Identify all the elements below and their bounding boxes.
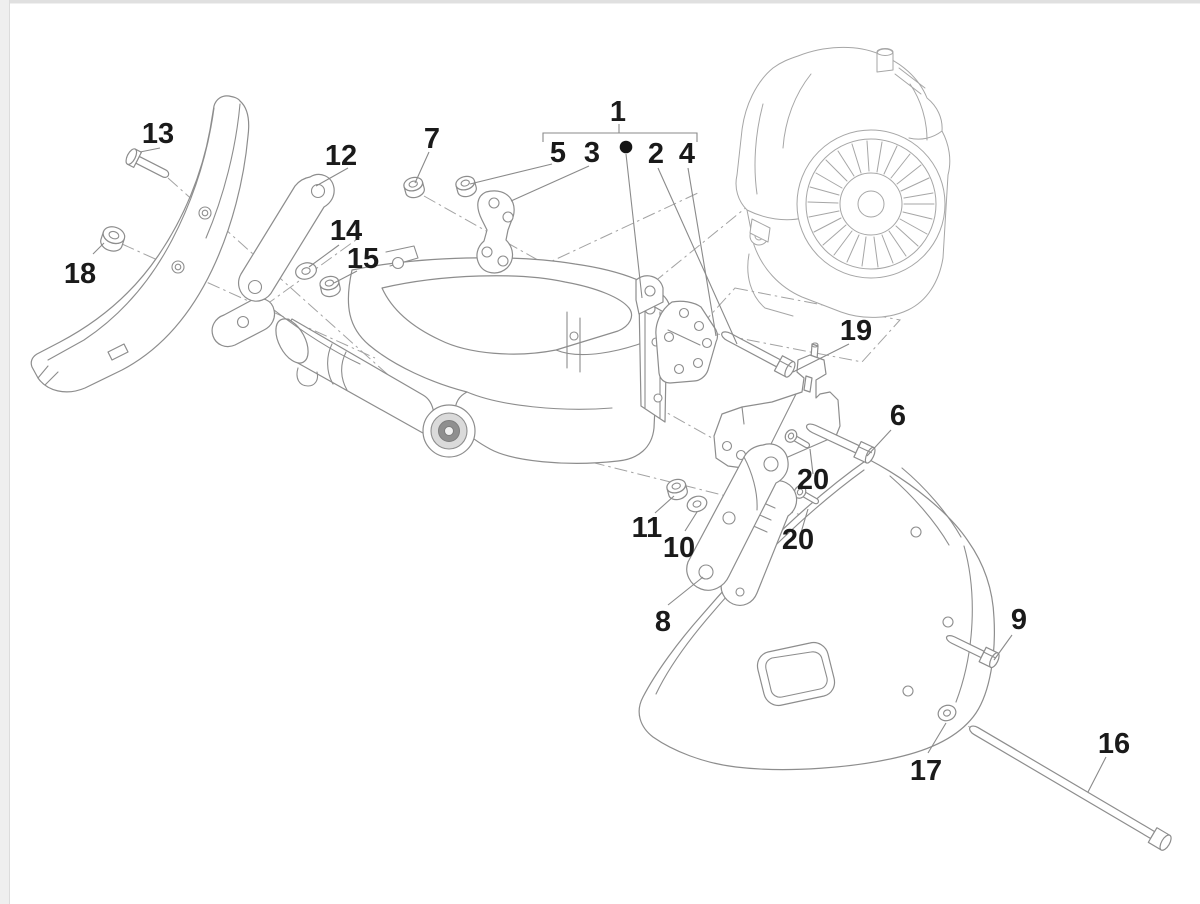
left-fairing-panel-drawing [30, 95, 250, 393]
bolt-2-drawing [721, 331, 796, 378]
bracket-3-drawing [476, 190, 515, 274]
callout-19: 19 [840, 315, 872, 347]
callout-20-upper: 20 [797, 464, 829, 496]
group-dot [619, 140, 633, 154]
washer-14-drawing [295, 262, 317, 280]
callout-14: 14 [330, 215, 362, 247]
nut-5-drawing [455, 175, 477, 198]
callout-17: 17 [910, 755, 942, 787]
bracket-12-drawing [211, 173, 361, 365]
right-fairing-panel-drawing [638, 458, 995, 771]
bracket-19-drawing [713, 342, 841, 471]
bolt-6-drawing [805, 423, 876, 464]
bolt-13-drawing [125, 148, 170, 178]
plate-4-drawing [655, 300, 719, 384]
bracket-8-drawing [686, 443, 798, 606]
group-bracket [542, 124, 698, 154]
callout-4: 4 [679, 138, 695, 170]
screw-20-lower-drawing [793, 485, 820, 505]
callout-12: 12 [325, 140, 357, 172]
callout-11: 11 [632, 512, 663, 544]
washer-17-drawing [937, 704, 957, 722]
callout-13: 13 [142, 118, 174, 150]
bolt-9-drawing [945, 635, 1000, 669]
callout-2: 2 [648, 138, 664, 170]
callout-16: 16 [1098, 728, 1130, 760]
callout-8: 8 [655, 606, 671, 638]
callout-5: 5 [550, 137, 566, 169]
nut-18-drawing [100, 226, 126, 252]
callout-1: 1 [610, 96, 626, 128]
callout-18: 18 [64, 258, 96, 290]
axle-bolt-16-drawing [969, 725, 1172, 851]
nut-11-drawing [666, 478, 688, 501]
nut-7-drawing [403, 176, 425, 199]
nut-15-drawing [319, 275, 341, 298]
washer-10-drawing [686, 495, 708, 513]
callout-7: 7 [424, 123, 440, 155]
callout-6: 6 [890, 400, 906, 432]
engine-drawing [735, 47, 951, 318]
leader-lines [92, 147, 1107, 793]
callout-15: 15 [347, 243, 379, 275]
screw-20-upper-drawing [784, 429, 811, 449]
callout-9: 9 [1011, 604, 1027, 636]
fan-blades [807, 140, 935, 268]
callout-20-lower: 20 [782, 524, 814, 556]
callout-3: 3 [584, 137, 600, 169]
callout-10: 10 [663, 532, 695, 564]
callout-labels: 1 5 3 2 4 7 12 13 14 15 18 19 6 20 20 11… [64, 96, 1130, 787]
swingarm-drawing [275, 245, 672, 464]
